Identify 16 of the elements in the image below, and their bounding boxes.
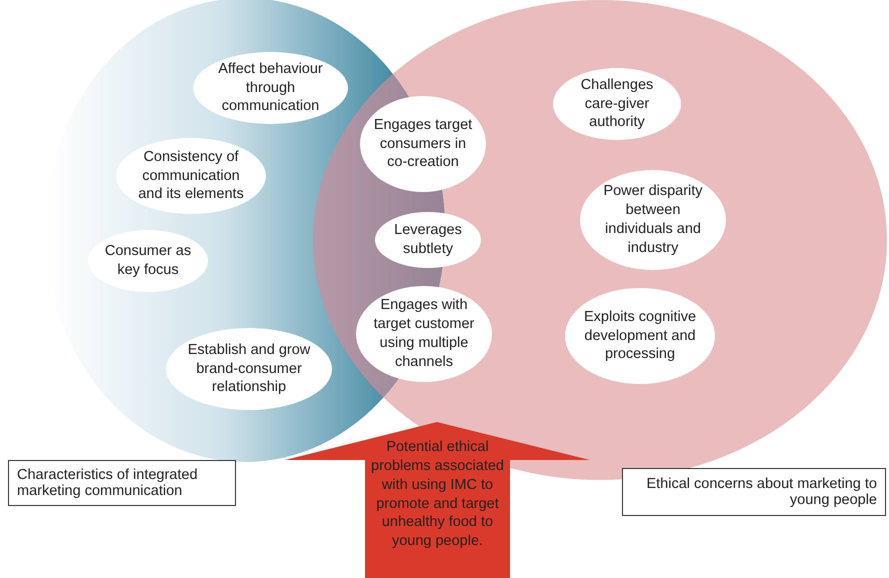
label-box — [622, 468, 886, 516]
bubble-text: Affect behaviour through communication — [217, 60, 324, 116]
bubble-text: Establish and grow brand-consumer relationship — [186, 340, 312, 398]
bubble-text: Power disparity between individuals and industry — [602, 182, 704, 258]
arrow-shape — [285, 422, 590, 578]
bubble-text: Engages with target customer using multiple channels — [372, 296, 476, 372]
bubble-text: Consumer as key focus — [104, 242, 192, 280]
label-box — [8, 460, 236, 506]
bubble-text: Challenges care-giver authority — [580, 76, 654, 132]
bubble-text: Consistency of communication and its elements — [137, 148, 245, 204]
arrow-text: Potential ethical problems associated with using IMC to promote and target unhealthy food to young people. — [370, 438, 505, 552]
bubble-text: Leverages subtlety — [393, 221, 463, 259]
box-text: Ethical concerns about marketing to young people — [645, 476, 877, 508]
bubble-text: Engages target consumers in co-creation — [372, 116, 474, 172]
box-text: Characteristics of integrated marketing communication — [17, 467, 199, 499]
bubble-text: Exploits cognitive development and processing — [582, 308, 698, 364]
